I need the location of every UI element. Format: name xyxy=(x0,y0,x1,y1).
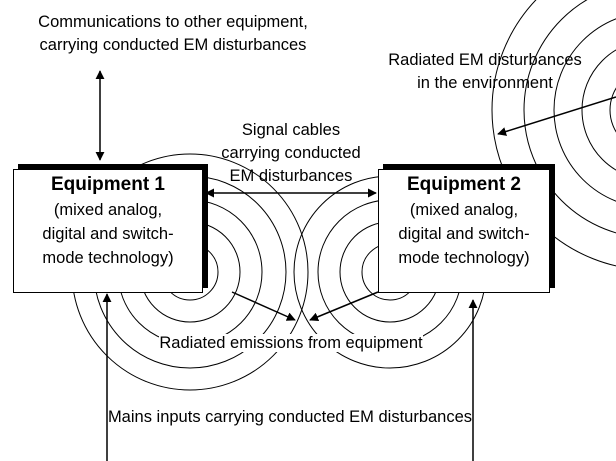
signal-cables-label-line-3: EM disturbances xyxy=(229,167,353,185)
radiated-environment-label-line-1: Radiated EM disturbances xyxy=(388,51,582,69)
communications-label: Communications to other equipment, carry… xyxy=(25,11,321,57)
equipment-1-desc-line-1: (mixed analog, xyxy=(53,201,163,219)
communications-label-line-1: Communications to other equipment, xyxy=(38,13,308,31)
equipment-2-description: (mixed analog, digital and switch- mode … xyxy=(379,198,549,270)
radiated-environment-label: Radiated EM disturbances in the environm… xyxy=(372,49,598,95)
environment-radiation-arrow xyxy=(497,96,616,136)
signal-cables-label-line-1: Signal cables xyxy=(241,121,341,139)
mains-inputs-label: Mains inputs carrying conducted EM distu… xyxy=(60,406,520,429)
radiated-emissions-label: Radiated emissions from equipment xyxy=(135,332,447,355)
equipment-1-desc-line-3: mode technology) xyxy=(42,249,174,267)
equipment-2-desc-line-1: (mixed analog, xyxy=(409,201,519,219)
equipment-1-desc-line-2: digital and switch- xyxy=(42,225,174,243)
equipment-1-description: (mixed analog, digital and switch- mode … xyxy=(14,198,202,270)
equipment-2-desc-line-3: mode technology) xyxy=(398,249,530,267)
radiated-environment-label-line-2: in the environment xyxy=(417,74,553,92)
communications-label-line-2: carrying conducted EM disturbances xyxy=(39,36,307,54)
radiation-waves-environment xyxy=(491,0,616,267)
mains-inputs-label-text: Mains inputs carrying conducted EM distu… xyxy=(107,408,473,426)
signal-cables-label-line-2: carrying conducted xyxy=(221,144,361,162)
equipment-1-title: Equipment 1 xyxy=(50,174,165,195)
emission-arrow-equipment-2 xyxy=(309,291,379,322)
equipment-2-title: Equipment 2 xyxy=(406,174,521,195)
equipment-2-desc-line-2: digital and switch- xyxy=(398,225,530,243)
equipment-1-box: Equipment 1 (mixed analog, digital and s… xyxy=(13,169,203,293)
emission-arrow-equipment-1 xyxy=(231,291,296,321)
radiated-emissions-label-text: Radiated emissions from equipment xyxy=(159,334,423,352)
equipment-2-box: Equipment 2 (mixed analog, digital and s… xyxy=(378,169,550,293)
signal-cables-label: Signal cables carrying conducted EM dist… xyxy=(200,119,382,188)
